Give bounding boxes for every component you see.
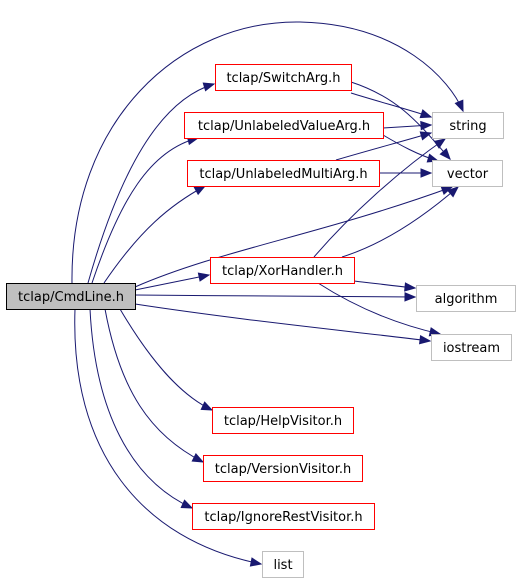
edge-line: [350, 81, 451, 160]
node-label: algorithm: [435, 292, 498, 307]
edge-unlabeledmultiarg-to-vector: [379, 168, 433, 178]
arrowhead-icon: [193, 185, 207, 196]
node-box: [432, 160, 503, 187]
edge-cmdline-to-unlabeledmultiarg: [103, 185, 207, 284]
node-cmdline: tclap/CmdLine.h: [6, 283, 136, 310]
node-label: tclap/CmdLine.h: [18, 290, 124, 305]
edge-xorhandler-to-algorithm: [353, 280, 417, 292]
edge-line: [74, 308, 262, 565]
node-string[interactable]: string: [432, 112, 504, 139]
node-label: list: [273, 558, 292, 573]
edge-line: [134, 303, 431, 342]
node-label: tclap/UnlabeledValueArg.h: [198, 119, 370, 134]
edge-line: [341, 186, 459, 258]
node-vector[interactable]: vector: [432, 160, 503, 187]
edge-line: [71, 21, 464, 284]
node-box: [212, 407, 354, 434]
node-xorhandler[interactable]: tclap/XorHandler.h: [210, 257, 355, 284]
edge-line: [91, 137, 199, 284]
node-list[interactable]: list: [262, 551, 304, 578]
edge-switcharg-to-vector: [350, 81, 451, 161]
arrowhead-icon: [419, 335, 432, 345]
node-box: [184, 112, 384, 139]
arrowhead-icon: [404, 282, 417, 292]
edge-cmdline-to-unlabeledvaluearg: [91, 135, 200, 284]
node-label: tclap/IgnoreRestVisitor.h: [204, 510, 362, 525]
edge-line: [134, 186, 453, 288]
node-switcharg[interactable]: tclap/SwitchArg.h: [215, 64, 352, 91]
edge-xorhandler-to-vector: [341, 186, 460, 258]
node-box: [215, 64, 352, 91]
edge-cmdline-to-xorhandler: [134, 272, 211, 291]
node-label: tclap/HelpVisitor.h: [224, 414, 342, 429]
node-label: tclap/VersionVisitor.h: [215, 462, 351, 477]
node-versionvisitor[interactable]: tclap/VersionVisitor.h: [203, 455, 363, 482]
edge-line: [313, 138, 446, 258]
arrowhead-icon: [454, 99, 464, 113]
node-label: vector: [447, 167, 489, 182]
edge-xorhandler-to-string: [313, 138, 447, 258]
arrowhead-icon: [433, 138, 447, 149]
edge-cmdline-to-string: [71, 21, 464, 284]
node-box: [6, 283, 136, 310]
arrowhead-icon: [420, 120, 433, 131]
arrowhead-icon: [191, 453, 205, 463]
edge-xorhandler-to-iostream: [317, 282, 442, 337]
node-ignorerestvisitor[interactable]: tclap/IgnoreRestVisitor.h: [192, 503, 375, 530]
node-box: [416, 285, 516, 312]
node-label: string: [449, 119, 486, 134]
arrowhead-icon: [419, 109, 433, 119]
edge-cmdline-to-iostream: [134, 303, 432, 345]
node-box: [192, 503, 375, 530]
node-helpvisitor[interactable]: tclap/HelpVisitor.h: [212, 407, 354, 434]
node-box: [203, 455, 363, 482]
arrowhead-icon: [420, 168, 433, 178]
node-box: [262, 551, 304, 578]
arrowhead-icon: [404, 292, 417, 302]
edge-cmdline-to-helpvisitor: [119, 308, 214, 411]
arrowhead-icon: [446, 186, 460, 198]
edge-unlabeledmultiarg-to-string: [335, 131, 433, 161]
arrowhead-icon: [180, 499, 194, 509]
arrowhead-icon: [249, 557, 263, 567]
edge-line: [103, 185, 206, 284]
node-label: iostream: [443, 341, 500, 356]
arrowhead-icon: [419, 131, 433, 141]
edge-cmdline-to-algorithm: [134, 292, 417, 302]
edge-cmdline-to-list: [74, 308, 263, 567]
edge-switcharg-to-string: [350, 92, 433, 119]
arrowhead-icon: [439, 147, 451, 161]
edge-cmdline-to-versionvisitor: [104, 308, 205, 463]
node-box: [432, 112, 504, 139]
edge-line: [317, 282, 441, 335]
node-label: tclap/XorHandler.h: [222, 264, 343, 279]
node-box: [210, 257, 355, 284]
arrowhead-icon: [197, 272, 211, 282]
arrowhead-icon: [202, 82, 216, 92]
node-algorithm[interactable]: algorithm: [416, 285, 516, 312]
node-iostream[interactable]: iostream: [431, 334, 512, 361]
arrowhead-icon: [200, 401, 214, 411]
node-box: [187, 160, 380, 187]
node-label: tclap/SwitchArg.h: [226, 71, 340, 86]
node-unlabeledmultiarg[interactable]: tclap/UnlabeledMultiArg.h: [187, 160, 380, 187]
edge-line: [134, 294, 416, 298]
edge-cmdline-to-switcharg: [87, 82, 216, 284]
edge-line: [87, 83, 215, 284]
node-unlabeledvaluearg[interactable]: tclap/UnlabeledValueArg.h: [184, 112, 384, 139]
node-box: [431, 334, 512, 361]
edge-unlabeledvaluearg-to-string: [382, 120, 433, 131]
edge-line: [119, 308, 213, 411]
edge-line: [104, 308, 204, 463]
node-label: tclap/UnlabeledMultiArg.h: [199, 167, 367, 182]
edge-line: [89, 308, 193, 509]
edge-cmdline-to-ignorerestvisitor: [89, 308, 194, 509]
